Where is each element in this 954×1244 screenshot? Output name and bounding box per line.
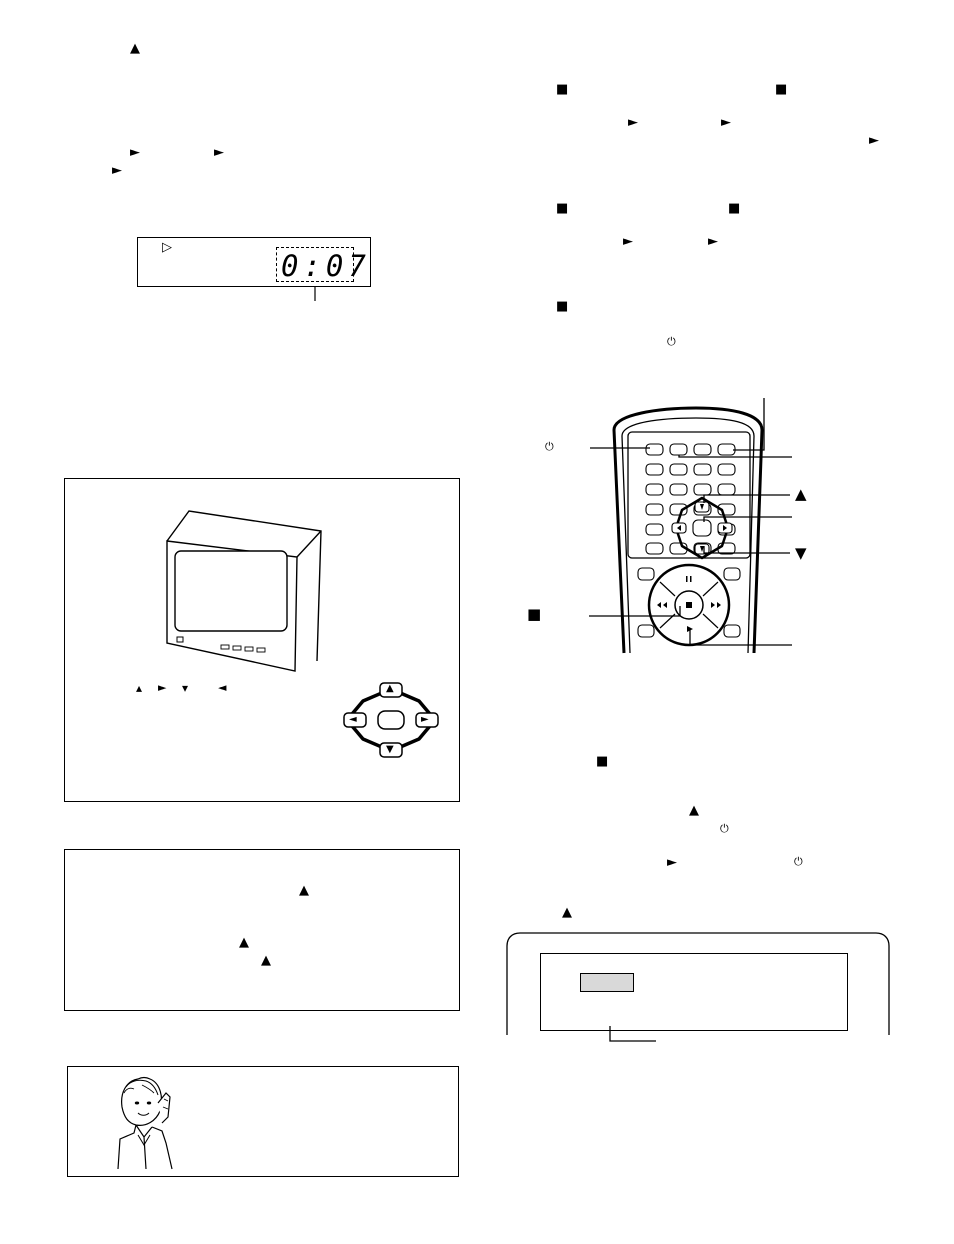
power-icon: ⏻ — [667, 335, 676, 348]
time-counter-frame: 0:07 — [276, 247, 366, 283]
callout-line — [609, 1026, 656, 1042]
time-counter: 0:07 — [281, 249, 371, 283]
on-screen-menu-frame — [506, 932, 890, 1035]
remote-control-illustration — [612, 406, 764, 654]
eject-icon: ▲ — [130, 41, 140, 56]
play-icon: ► — [721, 115, 731, 130]
up-arrow-icon: ▲ — [562, 905, 572, 920]
up-arrow-icon: ▲ — [795, 485, 807, 503]
remote-callout-lines — [589, 398, 792, 646]
power-icon: ⏻ — [794, 855, 803, 868]
stop-icon: ■ — [775, 82, 788, 97]
play-outline-icon: ▷ — [162, 240, 172, 255]
stop-icon: ■ — [527, 605, 542, 623]
eject-icon: ▲ — [261, 953, 271, 968]
stop-icon: ■ — [596, 754, 609, 769]
down-arrow-icon: ▼ — [795, 544, 807, 562]
play-icon: ► — [112, 163, 122, 178]
eject-icon: ▲ — [689, 803, 699, 818]
play-icon: ► — [214, 145, 224, 160]
help-box — [67, 1066, 459, 1177]
left-arrow-icon: ◄ — [218, 681, 227, 694]
play-icon: ► — [667, 855, 677, 870]
play-icon: ► — [130, 145, 140, 160]
direction-pad — [343, 682, 439, 758]
woman-on-phone-illustration — [117, 1076, 173, 1170]
tv-illustration — [166, 510, 322, 672]
dpad-right-icon: ► — [421, 714, 429, 725]
dpad-up-icon: ▲ — [386, 683, 394, 694]
play-icon: ► — [708, 234, 718, 249]
lcd-display-panel: ▷ 0:07 — [137, 237, 371, 287]
dpad-down-icon: ▼ — [386, 744, 394, 755]
up-arrow-icon: ▴ — [136, 681, 143, 695]
play-icon: ► — [869, 133, 879, 148]
down-arrow-icon: ▾ — [182, 681, 189, 695]
callout-line — [314, 287, 316, 301]
stop-icon: ■ — [728, 201, 741, 216]
eject-note-box: ▲ ▲ ▲ — [64, 849, 460, 1011]
highlighted-menu-item — [580, 973, 634, 992]
right-arrow-icon: ► — [158, 681, 167, 694]
stop-icon: ■ — [556, 299, 569, 314]
tv-menu-box: ▴ ► ▾ ◄ ▲ ▼ ◄ ► — [64, 478, 460, 802]
eject-icon: ▲ — [299, 883, 309, 898]
eject-icon: ▲ — [239, 935, 249, 950]
stop-icon: ■ — [556, 82, 569, 97]
play-icon: ► — [623, 234, 633, 249]
power-icon: ⏻ — [720, 822, 729, 835]
power-icon: ⏻ — [545, 440, 554, 453]
play-icon: ► — [628, 115, 638, 130]
stop-icon: ■ — [556, 201, 569, 216]
on-screen-menu-panel — [540, 953, 848, 1031]
dpad-left-icon: ◄ — [349, 714, 357, 725]
